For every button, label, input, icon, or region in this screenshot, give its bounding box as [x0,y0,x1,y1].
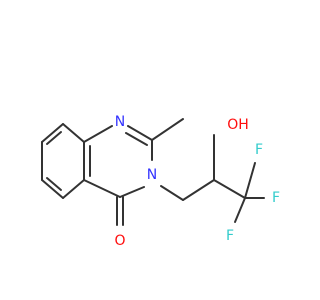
substituents [116,118,265,226]
bond-n3-ch2 [160,185,184,201]
atom-fluorine-right: F [272,190,280,206]
bond-c4-c4a [83,179,121,198]
atom-fluorine-bottom: F [226,228,234,244]
bond-n1-c2 [127,125,153,141]
bond-c5-c4a [62,179,85,199]
bond-c6-c5-inner [46,177,62,191]
benzene-ring [41,123,91,199]
bond-cf3-f-bottom [234,197,246,223]
bond-c8a-n1 [83,125,113,143]
bond-ch2-choh [182,179,215,201]
bond-n1-c2-inner [125,132,148,146]
atom-hydroxyl: OH [227,117,249,133]
atom-carbonyl-oxygen: O [114,233,125,249]
bond-c8a-c8 [62,123,85,143]
bond-c6-c5 [41,179,64,199]
atom-n1: N [115,114,125,130]
bond-cf3-f-top [244,162,256,199]
bond-c8-c7-inner [46,131,62,145]
structure-svg: N N O OH F F F [41,114,280,249]
molecule-diagram: N N O OH F F F [41,114,280,249]
bond-n3-c4 [119,186,145,198]
atom-fluorine-top: F [255,142,263,158]
bond-choh-cf3 [213,179,246,199]
bond-c8-c7 [41,123,64,143]
pyrimidinone-ring [83,125,153,198]
bond-c2-methyl [151,118,184,141]
atom-n3: N [147,167,157,183]
atom-labels: N N O OH F F F [114,114,280,249]
